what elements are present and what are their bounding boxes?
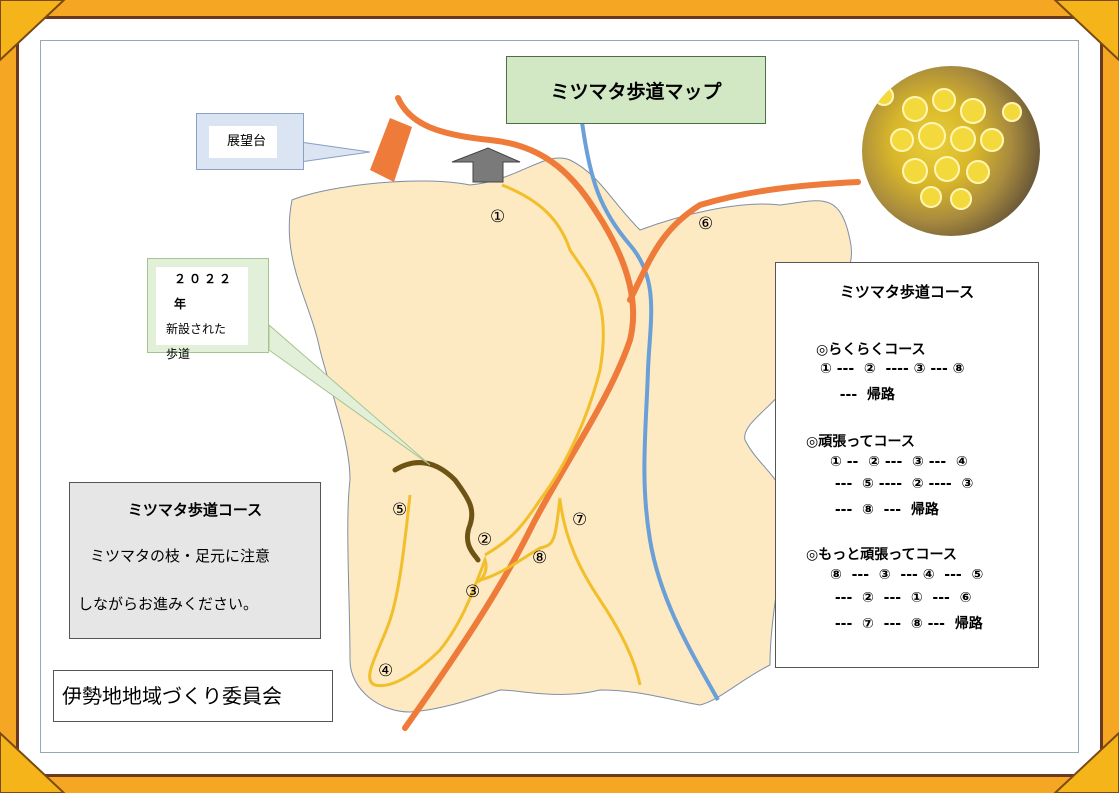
- course-hard-line: ⑧ --- ③ --- ④ --- ⑤: [830, 567, 984, 583]
- trail-east: [558, 499, 642, 686]
- point-7: ⑦: [572, 510, 588, 530]
- mitsumata-flower-photo: [862, 66, 1040, 236]
- observatory-marker: [370, 118, 412, 182]
- trail-loop: [368, 494, 488, 688]
- new-trail-callout: ２０２２年 新設された 歩道: [147, 258, 269, 361]
- point-8: ⑧: [532, 548, 548, 568]
- point-3: ③: [465, 582, 481, 602]
- course-easy-line: ① --- ② ---- ③ --- ⑧: [820, 361, 965, 377]
- trail-link: [479, 497, 562, 582]
- map-title: ミツマタ歩道マップ: [506, 56, 766, 124]
- direction-arrow: [451, 147, 521, 183]
- course-easy-line: --- 帰路: [830, 387, 895, 403]
- course-hard-line: --- ② --- ① --- ⑥: [830, 590, 972, 606]
- new-trail-line2: 歩道: [166, 347, 191, 361]
- map-area-border: [40, 40, 1079, 753]
- course-moderate-line: --- ⑧ --- 帰路: [830, 502, 939, 518]
- road-main: [395, 95, 636, 731]
- notice-line1: ミツマタの枝・足元に注意: [90, 547, 271, 565]
- new-trail-year: ２０２２年: [174, 272, 235, 311]
- new-trail-callout-pointer: [268, 323, 431, 466]
- corner-ornament-tl: [0, 0, 66, 62]
- point-1: ①: [490, 207, 506, 227]
- observatory-callout-pointer: [299, 141, 371, 163]
- observatory-callout: 展望台: [196, 113, 304, 170]
- corner-ornament-tr: [1053, 0, 1119, 62]
- point-4: ④: [378, 661, 394, 681]
- corner-ornament-bl: [0, 731, 66, 793]
- road-branch: [627, 179, 861, 303]
- mitsumata-area: [288, 157, 853, 713]
- trail-main: [484, 183, 605, 557]
- course-moderate-line: --- ⑤ ---- ② ---- ③: [830, 476, 974, 492]
- new-trail-2022: [392, 460, 481, 563]
- notice-line2: しながらお進みください。: [78, 595, 259, 613]
- new-trail-line1: 新設された: [166, 322, 227, 336]
- organization-name: 伊勢地地域づくり委員会: [53, 670, 333, 722]
- notice-box: ミツマタ歩道コース ミツマタの枝・足元に注意 しながらお進みください。: [69, 482, 321, 639]
- course-hard-name: ◎もっと頑張ってコース: [806, 547, 957, 563]
- point-6: ⑥: [698, 214, 714, 234]
- course-moderate-line: ① -- ② --- ③ --- ④: [830, 454, 968, 470]
- point-5: ⑤: [392, 500, 408, 520]
- corner-ornament-br: [1053, 731, 1119, 793]
- observatory-label: 展望台: [209, 126, 277, 158]
- course-list-heading: ミツマタ歩道コース: [839, 283, 975, 301]
- course-hard-line: --- ⑦ --- ⑧ --- 帰路: [830, 616, 983, 632]
- course-easy-name: ◎らくらくコース: [816, 342, 926, 358]
- notice-heading: ミツマタ歩道コース: [127, 501, 263, 519]
- new-trail-label: ２０２２年 新設された 歩道: [156, 267, 248, 361]
- point-2: ②: [477, 530, 493, 550]
- course-list: ミツマタ歩道コース ◎らくらくコース ① --- ② ---- ③ --- ⑧ …: [775, 262, 1039, 668]
- course-moderate-name: ◎頑張ってコース: [806, 434, 915, 450]
- frame-inner-line: [16, 16, 1103, 777]
- river: [580, 121, 720, 701]
